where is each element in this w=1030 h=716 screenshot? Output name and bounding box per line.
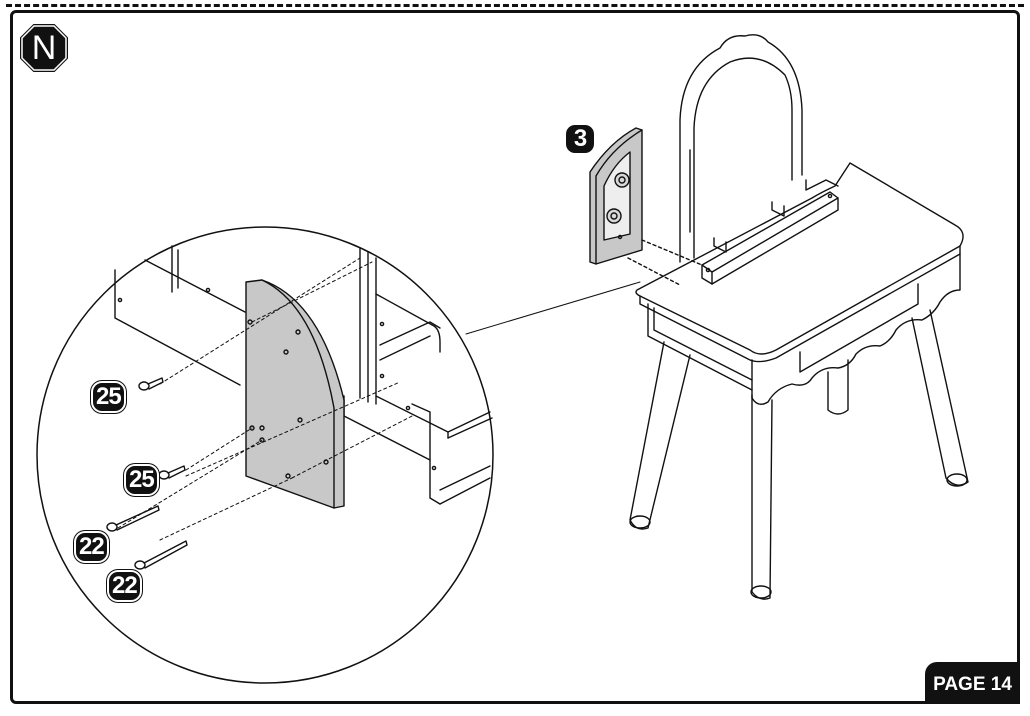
page-frame xyxy=(10,10,1020,704)
screw-callout-middle: 25 xyxy=(126,466,157,494)
octagon-badge-icon xyxy=(18,22,70,74)
step-badge: N xyxy=(18,22,70,74)
alignment-lines xyxy=(117,257,413,541)
detail-frame xyxy=(114,245,493,505)
detail-panel xyxy=(245,279,345,509)
guide-line xyxy=(641,239,703,266)
zoom-connector xyxy=(465,281,641,335)
mirror-frame xyxy=(679,34,803,263)
screw-callout-long-b: 22 xyxy=(109,572,140,600)
table-legs xyxy=(629,309,969,600)
guide-line xyxy=(627,257,681,286)
rear-rail xyxy=(701,179,839,285)
screw-callout-upper: 25 xyxy=(93,383,124,411)
cut-line xyxy=(6,4,1024,7)
table-top xyxy=(635,162,964,363)
screw-icon xyxy=(106,377,188,570)
table-apron xyxy=(647,253,961,405)
screw-callout-long-a: 22 xyxy=(76,533,107,561)
part-callout-panel: 3 xyxy=(566,125,594,153)
detail-circle xyxy=(36,226,494,684)
step-letter: N xyxy=(31,29,57,67)
side-panel-part xyxy=(589,127,643,265)
page-number: PAGE 14 xyxy=(925,662,1020,704)
